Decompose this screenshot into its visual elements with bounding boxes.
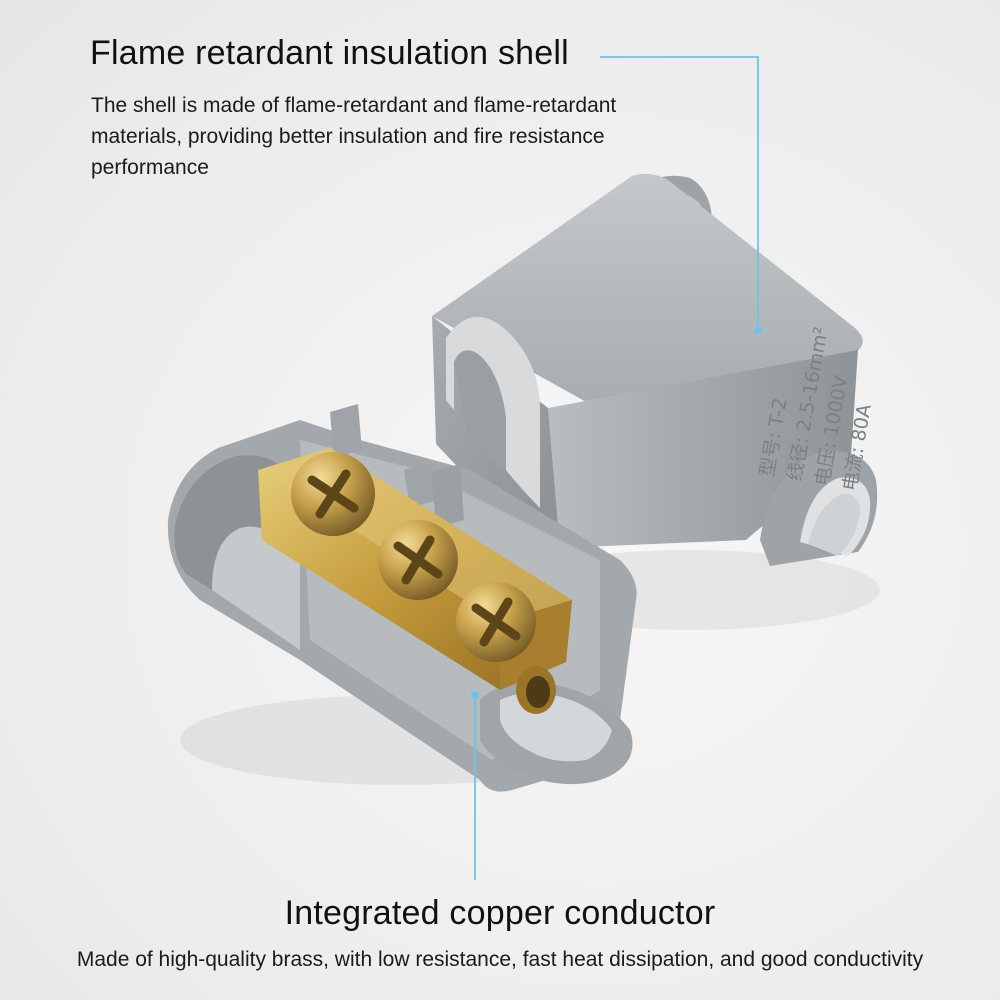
- conductor-feature-description: Made of high-quality brass, with low res…: [76, 948, 924, 971]
- shell-feature-title: Flame retardant insulation shell: [90, 34, 569, 72]
- shell-feature-description: The shell is made of flame-retardant and…: [91, 94, 617, 179]
- shell-embossed-label: 型号: T-2 线径: 2.5-16mm² 电压: 1000V 电流: 80A: [756, 325, 876, 492]
- screw-3: [456, 582, 536, 662]
- connector-base: [167, 404, 637, 792]
- conductor-feature-title: Integrated copper conductor: [284, 894, 716, 932]
- screw-1: [291, 452, 375, 536]
- top-leader-dot: [754, 326, 762, 334]
- top-leader-line: [600, 56, 759, 330]
- callout-leader-lines: [471, 56, 762, 880]
- screw-2: [378, 520, 458, 600]
- shell-cover: 型号: T-2 线径: 2.5-16mm² 电压: 1000V 电流: 80A: [432, 173, 880, 630]
- bottom-leader-dot: [471, 691, 479, 699]
